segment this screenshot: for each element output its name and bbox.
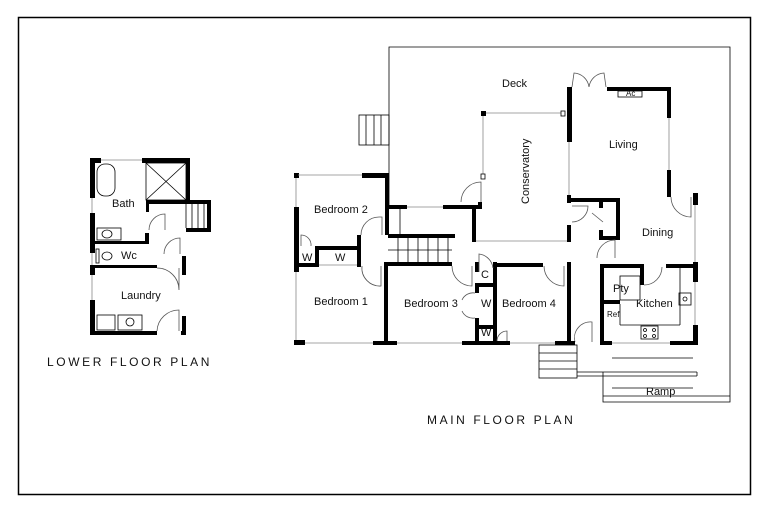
room-label-wc: Wc — [121, 250, 137, 262]
ref-label: Ref — [607, 310, 620, 319]
deck-outline — [388, 46, 731, 403]
stove-icon — [640, 325, 659, 340]
room-label-deck: Deck — [502, 78, 528, 90]
toilet-icon — [101, 251, 113, 261]
stair-door[interactable] — [163, 237, 181, 255]
room-label-kitchen: Kitchen — [636, 298, 673, 310]
dining-door[interactable] — [596, 239, 616, 259]
main-stairs — [388, 209, 452, 262]
wardrobe-label: W — [481, 298, 492, 310]
lower-stairs — [185, 204, 205, 228]
conservatory-door[interactable] — [460, 181, 482, 203]
laundry-tub-icon — [96, 314, 116, 331]
closet-door[interactable] — [591, 212, 604, 223]
room-label-conservatory: Conservatory — [520, 138, 532, 204]
room-label-bedroom3: Bedroom 3 — [404, 298, 458, 310]
room-label-living: Living — [609, 139, 638, 151]
kitchen-door[interactable] — [643, 266, 663, 286]
room-label-dining: Dining — [642, 227, 673, 239]
lower-floor-title: LOWER FLOOR PLAN — [47, 355, 212, 369]
room-label-pantry: Pty — [613, 283, 629, 295]
deck-stairs — [358, 114, 390, 146]
ac-label: Ac — [626, 89, 635, 98]
living-french-doors[interactable] — [571, 72, 607, 88]
front-steps — [538, 344, 578, 379]
room-label-bedroom4: Bedroom 4 — [502, 298, 556, 310]
bath-door[interactable] — [148, 213, 166, 231]
wardrobe-label: W — [302, 252, 313, 264]
exterior-door[interactable] — [156, 309, 180, 332]
page-border — [17, 16, 752, 496]
washing-machine-icon — [117, 314, 143, 331]
room-label-bath: Bath — [112, 198, 135, 210]
room-label-bedroom1: Bedroom 1 — [314, 296, 368, 308]
main-floor-title: MAIN FLOOR PLAN — [427, 413, 575, 427]
main-floor-plan: W W — [294, 46, 731, 427]
front-door[interactable] — [574, 321, 593, 343]
room-label-laundry: Laundry — [121, 290, 161, 302]
bedroom1-door[interactable] — [361, 265, 382, 287]
wardrobe-w-door[interactable] — [496, 330, 508, 342]
ramp[interactable] — [577, 357, 730, 397]
lower-floor-plan: Bath Wc Laundry LOWER FLOOR PLAN — [47, 158, 212, 369]
wardrobe-doors[interactable] — [461, 292, 476, 319]
hall-door[interactable] — [571, 205, 589, 223]
sink-icon — [96, 227, 122, 241]
wardrobe-door[interactable] — [300, 234, 312, 247]
laundry-door[interactable] — [156, 267, 180, 291]
ramp-label: Ramp — [646, 386, 675, 398]
bedroom2-door[interactable] — [360, 216, 383, 236]
closet-label: C — [481, 269, 489, 281]
closet-c-door[interactable] — [478, 253, 494, 272]
dining-exterior-door[interactable] — [670, 196, 692, 218]
bedroom4-door[interactable] — [543, 265, 565, 287]
kitchen-sink-icon — [678, 292, 692, 306]
wardrobe-label: W — [481, 327, 492, 339]
bathtub-icon — [96, 163, 116, 197]
bedroom3-door[interactable] — [451, 265, 473, 287]
room-label-bedroom2: Bedroom 2 — [314, 204, 368, 216]
wardrobe-label: W — [335, 252, 346, 264]
